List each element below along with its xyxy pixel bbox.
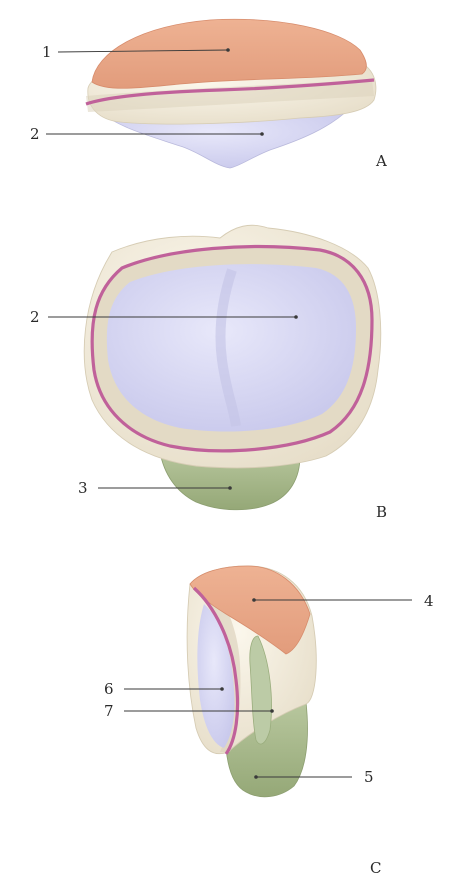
callout-dot-a1 — [226, 48, 230, 52]
panel-label-c: C — [370, 859, 381, 877]
panel-label-a: A — [375, 152, 387, 170]
callout-dot-b2 — [294, 315, 298, 319]
panel-b-drawing — [84, 225, 381, 510]
callout-label-c7: 7 — [104, 702, 114, 720]
callout-dot-b3 — [228, 486, 232, 490]
callout-dot-c5 — [254, 775, 258, 779]
callout-dot-c7 — [270, 709, 274, 713]
callout-label-b3: 3 — [78, 479, 88, 497]
callout-label-a2: 2 — [30, 125, 40, 143]
callout-label-c4: 4 — [424, 592, 434, 610]
callout-dot-c4 — [252, 598, 256, 602]
callout-label-c6: 6 — [104, 680, 114, 698]
panel-c-drawing — [187, 566, 316, 797]
callout-dot-c6 — [220, 687, 224, 691]
callout-dot-a2 — [260, 132, 264, 136]
callout-label-b2: 2 — [30, 308, 40, 326]
callout-label-a1: 1 — [42, 43, 52, 61]
panel-label-b: B — [376, 503, 387, 521]
panel-a-drawing — [86, 19, 376, 168]
callout-label-c5: 5 — [364, 768, 374, 786]
